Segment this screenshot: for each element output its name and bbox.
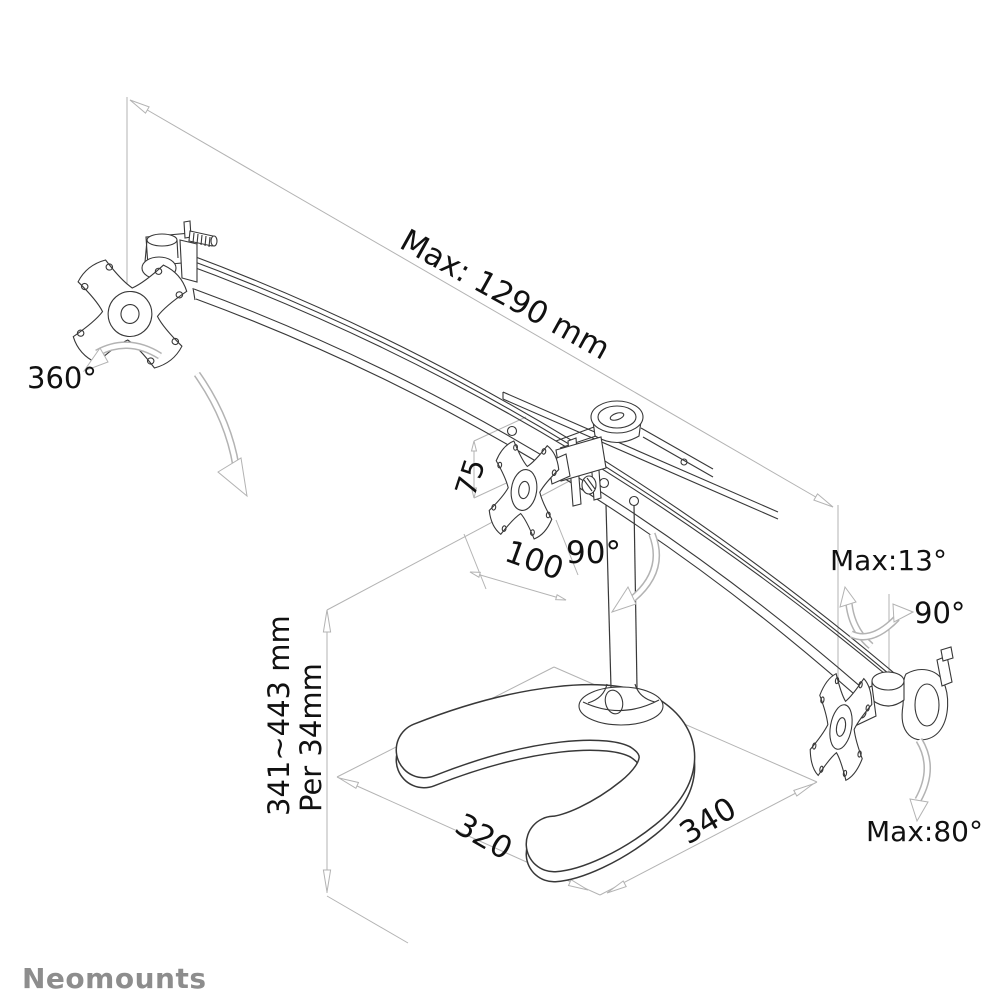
- label-height-range: 341~443 mm: [262, 615, 296, 816]
- arrow-max-width-right: [813, 493, 834, 508]
- label-tilt-max-13: Max:13°: [830, 544, 947, 577]
- rotation-arrow-swivel-90: [849, 603, 915, 641]
- clamp-screw-knob: [581, 475, 597, 495]
- left-thumbscrew-rib-1: [192, 232, 195, 244]
- upper-rail-top: [502, 391, 779, 513]
- clamp-screw-hatch-1: [583, 479, 593, 492]
- left-clamp-cylinder-top: [146, 233, 178, 247]
- dimension-arrows: [129, 99, 834, 894]
- beam-screw-3: [628, 495, 640, 507]
- pole-edge-left: [605, 504, 612, 689]
- left-thumbscrew-cap: [210, 235, 218, 247]
- rail-end-cap: [192, 287, 196, 301]
- beam-top-edge: [176, 249, 901, 679]
- knob-strut-right-2: [642, 436, 714, 478]
- center-vesa-assembly: [485, 400, 714, 542]
- arrow-75-top: [470, 440, 478, 452]
- pole-foot-hole: [604, 689, 624, 715]
- left-clamp-side-2: [176, 239, 179, 259]
- right-vesa-assembly: [805, 646, 954, 783]
- arrow-75-bottom: [470, 487, 478, 499]
- left-clamp-side-1: [144, 239, 148, 263]
- right-latch-head: [940, 646, 954, 662]
- left-thumbscrew-rib-3: [200, 234, 203, 246]
- arrow-height-top: [322, 609, 332, 633]
- arrow-height-bottom: [322, 869, 332, 893]
- rotation-arrow-tilt-13: [839, 585, 874, 649]
- knob-strut-left-2: [559, 435, 597, 449]
- brand-logo: Neomounts: [22, 962, 207, 995]
- left-vesa-assembly: [70, 220, 218, 371]
- pole-foot: [578, 683, 664, 726]
- knob-strut-left-1: [555, 426, 595, 442]
- arrow-100-left: [469, 571, 481, 578]
- dimension-line-base-340: [599, 781, 818, 896]
- beam-bottom-edge: [176, 260, 904, 690]
- left-thumbscrew-body: [188, 230, 214, 247]
- rotation-arrows: [82, 341, 931, 823]
- pole-flare-right: [634, 683, 656, 703]
- label-swivel-90-right: 90°: [914, 596, 965, 630]
- extension-vesa-100-right: [555, 519, 579, 576]
- tick-vesa-75-top: [473, 416, 527, 442]
- arrow-340-right: [793, 783, 814, 797]
- upper-rail-bottom: [502, 398, 779, 520]
- tension-knob-ring: [597, 405, 637, 429]
- label-rotation-360: 360°: [27, 361, 97, 395]
- rotation-arrow-80: [909, 738, 931, 823]
- dimension-line-max-width: [129, 99, 834, 508]
- label-base-320: 320: [449, 807, 518, 868]
- extension-line-height-bottom: [326, 895, 409, 944]
- left-vesa-plate: [70, 257, 190, 371]
- rotation-arrow-center-90: [610, 532, 661, 613]
- dimension-line-vesa-100: [469, 571, 567, 601]
- base: [395, 684, 696, 883]
- label-vesa-100: 100: [500, 534, 568, 588]
- label-max-width: Max: 1290 mm: [394, 223, 616, 368]
- right-housing-oval: [914, 683, 940, 727]
- rotation-arrow-360: [82, 341, 248, 498]
- arrow-100-right: [555, 594, 567, 601]
- strut-screw: [680, 458, 688, 466]
- clamp-screw-hatch-2: [586, 477, 596, 490]
- beam-screw-1: [506, 425, 518, 437]
- arrow-320-right: [567, 878, 589, 891]
- arrow-340-left: [606, 880, 627, 894]
- base-top-surface: [395, 684, 696, 873]
- beam-inner-edge: [178, 255, 902, 685]
- left-thumbscrew-rib-5: [208, 236, 211, 248]
- right-vesa-plate: [805, 671, 877, 783]
- arrow-320-left: [338, 777, 360, 790]
- label-swivel-90-center: 90°: [566, 535, 621, 571]
- extension-vesa-100-left: [463, 533, 487, 590]
- label-height-step: Per 34mm: [294, 663, 328, 812]
- label-rotation-max-80: Max:80°: [866, 815, 983, 848]
- right-knob-top: [871, 671, 905, 691]
- arrow-max-width-left: [129, 99, 150, 114]
- tension-knob-slot: [609, 412, 625, 421]
- left-thumbscrew-rib-4: [204, 235, 207, 247]
- knob-strut-right-1: [640, 427, 714, 470]
- left-thumbscrew-rib-2: [196, 233, 199, 245]
- left-clamp-bracket: [179, 239, 198, 283]
- pole-flare-left: [587, 683, 608, 704]
- label-vesa-75: 75: [448, 455, 492, 501]
- beam-screw-2: [598, 477, 610, 489]
